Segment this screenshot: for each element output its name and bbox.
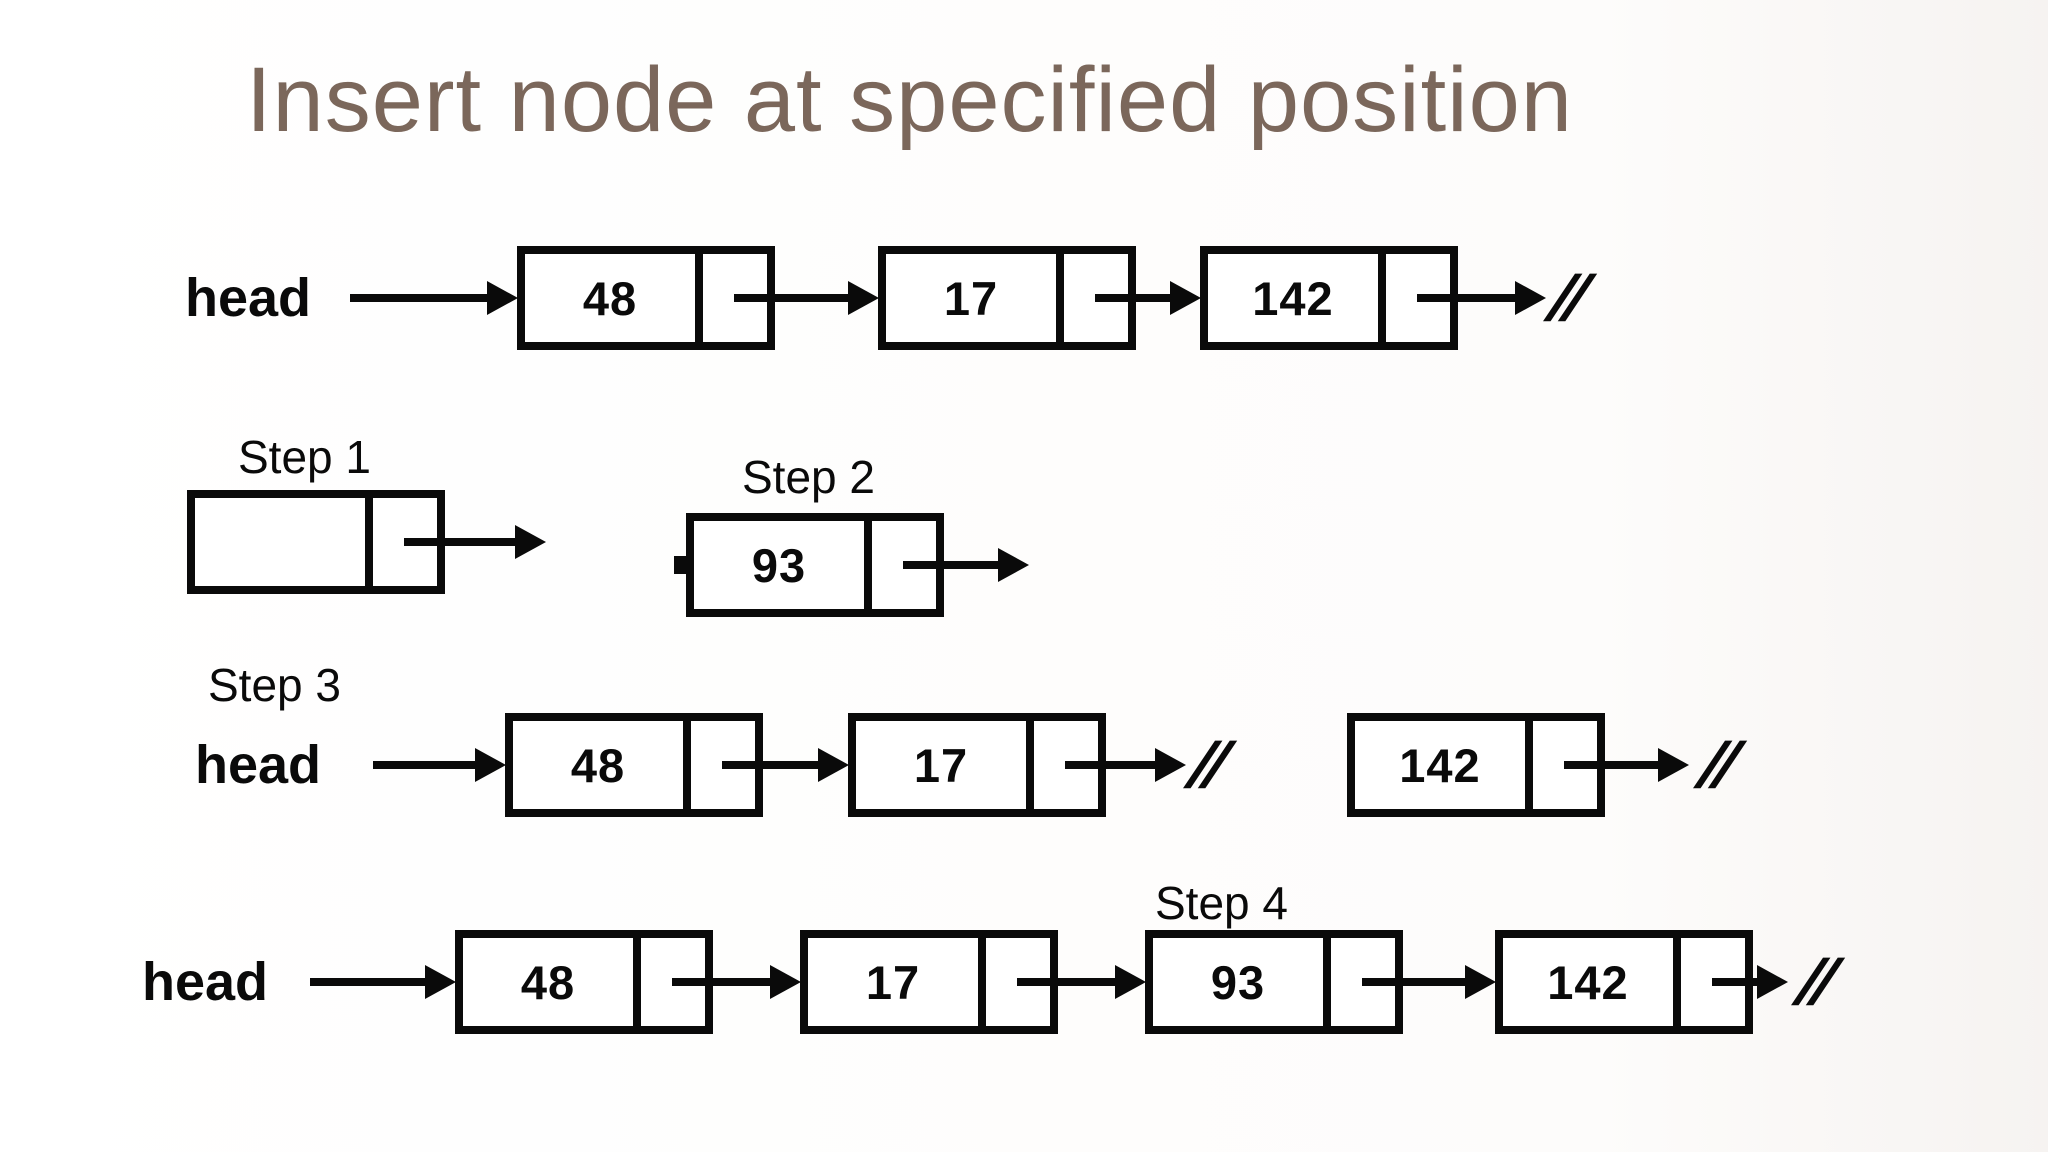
head-arrow-icon — [350, 281, 518, 315]
node-value: 48 — [525, 254, 703, 342]
next-pointer-arrow-icon — [1417, 281, 1546, 315]
node-48: 48 — [517, 246, 775, 350]
next-pointer-arrow-icon — [672, 965, 801, 999]
node-value — [195, 498, 373, 586]
node-142: 142 — [1347, 713, 1605, 817]
null-marker: // — [1691, 729, 1742, 801]
head-pointer-label: head — [142, 952, 269, 1012]
next-pointer-arrow-icon — [722, 748, 849, 782]
step2-label: Step 2 — [742, 451, 875, 503]
next-pointer-arrow-icon — [1017, 965, 1146, 999]
node-value: 142 — [1208, 254, 1386, 342]
node-value: 142 — [1355, 721, 1533, 809]
next-pointer-arrow-icon — [1564, 748, 1689, 782]
node-142: 142 — [1495, 930, 1753, 1034]
null-marker: // — [1541, 262, 1592, 334]
next-pointer-arrow-icon — [1362, 965, 1496, 999]
head-arrow-icon — [373, 748, 506, 782]
step4-label: Step 4 — [1155, 877, 1288, 929]
head-pointer-label: head — [185, 268, 312, 328]
node-142: 142 — [1200, 246, 1458, 350]
next-pointer-arrow-icon — [903, 548, 1029, 582]
node-93: 93 — [686, 513, 944, 617]
node-value: 93 — [1153, 938, 1331, 1026]
node-48: 48 — [455, 930, 713, 1034]
node-value: 93 — [694, 521, 872, 609]
node-value: 48 — [463, 938, 641, 1026]
node-value: 48 — [513, 721, 691, 809]
head-arrow-icon — [310, 965, 456, 999]
null-marker: // — [1181, 729, 1232, 801]
head-pointer-label: head — [195, 735, 322, 795]
page-title: Insert node at specified position — [246, 49, 1573, 151]
node-93: 93 — [1145, 930, 1403, 1034]
null-marker: // — [1789, 946, 1840, 1018]
next-pointer-arrow-icon — [734, 281, 879, 315]
step3-label: Step 3 — [208, 659, 341, 711]
next-pointer-arrow-icon — [1095, 281, 1201, 315]
node-48: 48 — [505, 713, 763, 817]
node-value: 17 — [856, 721, 1034, 809]
node-17: 17 — [878, 246, 1136, 350]
node-value: 142 — [1503, 938, 1681, 1026]
next-pointer-arrow-icon — [1065, 748, 1186, 782]
next-pointer-arrow-icon — [404, 525, 546, 559]
next-pointer-arrow-icon — [1712, 965, 1788, 999]
arrow-stub-icon — [674, 556, 686, 574]
node-value: 17 — [808, 938, 986, 1026]
step1-label: Step 1 — [238, 431, 371, 483]
node-value: 17 — [886, 254, 1064, 342]
node-17: 17 — [800, 930, 1058, 1034]
